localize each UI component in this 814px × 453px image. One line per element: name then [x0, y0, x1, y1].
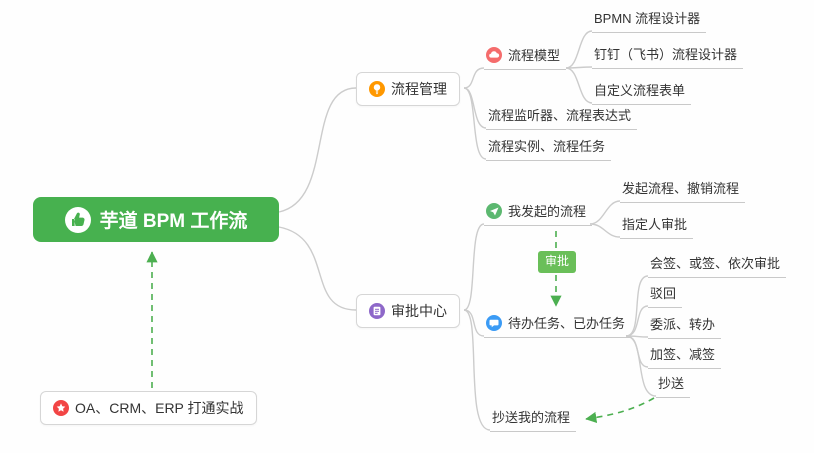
node-label: 抄送 [658, 376, 685, 391]
node-countersign[interactable]: 会签、或签、依次审批 [648, 253, 787, 278]
node-approval-center[interactable]: 审批中心 [356, 294, 460, 328]
node-label: 待办任务、已办任务 [508, 316, 626, 331]
node-todo-done[interactable]: 待办任务、已办任务 [484, 313, 632, 338]
node-delegate-transfer[interactable]: 委派、转办 [648, 314, 722, 339]
node-label: 流程管理 [391, 81, 447, 97]
node-dingtalk-designer[interactable]: 钉钉（飞书）流程设计器 [592, 44, 744, 69]
node-my-initiated[interactable]: 我发起的流程 [484, 201, 593, 226]
node-assignee-approval[interactable]: 指定人审批 [620, 214, 694, 239]
node-label: 钉钉（飞书）流程设计器 [594, 47, 738, 62]
node-listener-expression[interactable]: 流程监听器、流程表达式 [486, 105, 638, 130]
node-label: 委派、转办 [650, 317, 716, 332]
node-label: 指定人审批 [622, 217, 688, 232]
node-label: 自定义流程表单 [594, 83, 686, 98]
node-label: 审批中心 [391, 303, 447, 319]
node-label: 加签、减签 [650, 347, 716, 362]
node-root[interactable]: 芋道 BPM 工作流 [33, 197, 279, 242]
star-icon [53, 400, 69, 416]
node-label: 流程实例、流程任务 [488, 139, 606, 154]
node-label: 发起流程、撤销流程 [622, 181, 740, 196]
paper-plane-icon [486, 202, 502, 219]
node-add-remove-sign[interactable]: 加签、减签 [648, 344, 722, 369]
node-label: 抄送我的流程 [492, 410, 571, 425]
connector-lines [278, 30, 657, 431]
node-instance-task[interactable]: 流程实例、流程任务 [486, 136, 612, 161]
chat-bubble-icon [486, 314, 502, 331]
node-annotation[interactable]: OA、CRM、ERP 打通实战 [40, 391, 257, 425]
node-reject[interactable]: 驳回 [648, 283, 683, 308]
node-process-management[interactable]: 流程管理 [356, 72, 460, 106]
node-label: 会签、或签、依次审批 [650, 256, 781, 271]
root-label: 芋道 BPM 工作流 [99, 211, 248, 232]
edge-label-approval[interactable]: 审批 [538, 251, 577, 273]
lightbulb-icon [369, 81, 385, 97]
node-cc[interactable]: 抄送 [656, 373, 691, 398]
node-label: 流程模型 [508, 48, 561, 63]
node-process-model[interactable]: 流程模型 [484, 45, 567, 70]
node-custom-form[interactable]: 自定义流程表单 [592, 80, 692, 105]
annotation-label: OA、CRM、ERP 打通实战 [75, 400, 244, 416]
node-initiate-cancel[interactable]: 发起流程、撤销流程 [620, 178, 746, 203]
node-label: 驳回 [650, 286, 677, 301]
cloud-icon [486, 46, 502, 63]
node-label: BPMN 流程设计器 [594, 11, 701, 26]
node-cc-my-process[interactable]: 抄送我的流程 [490, 407, 577, 432]
node-bpmn-designer[interactable]: BPMN 流程设计器 [592, 8, 707, 33]
thumbs-up-icon [64, 206, 91, 233]
clipboard-icon [369, 303, 385, 319]
node-label: 流程监听器、流程表达式 [488, 108, 632, 123]
node-label: 我发起的流程 [508, 204, 587, 219]
